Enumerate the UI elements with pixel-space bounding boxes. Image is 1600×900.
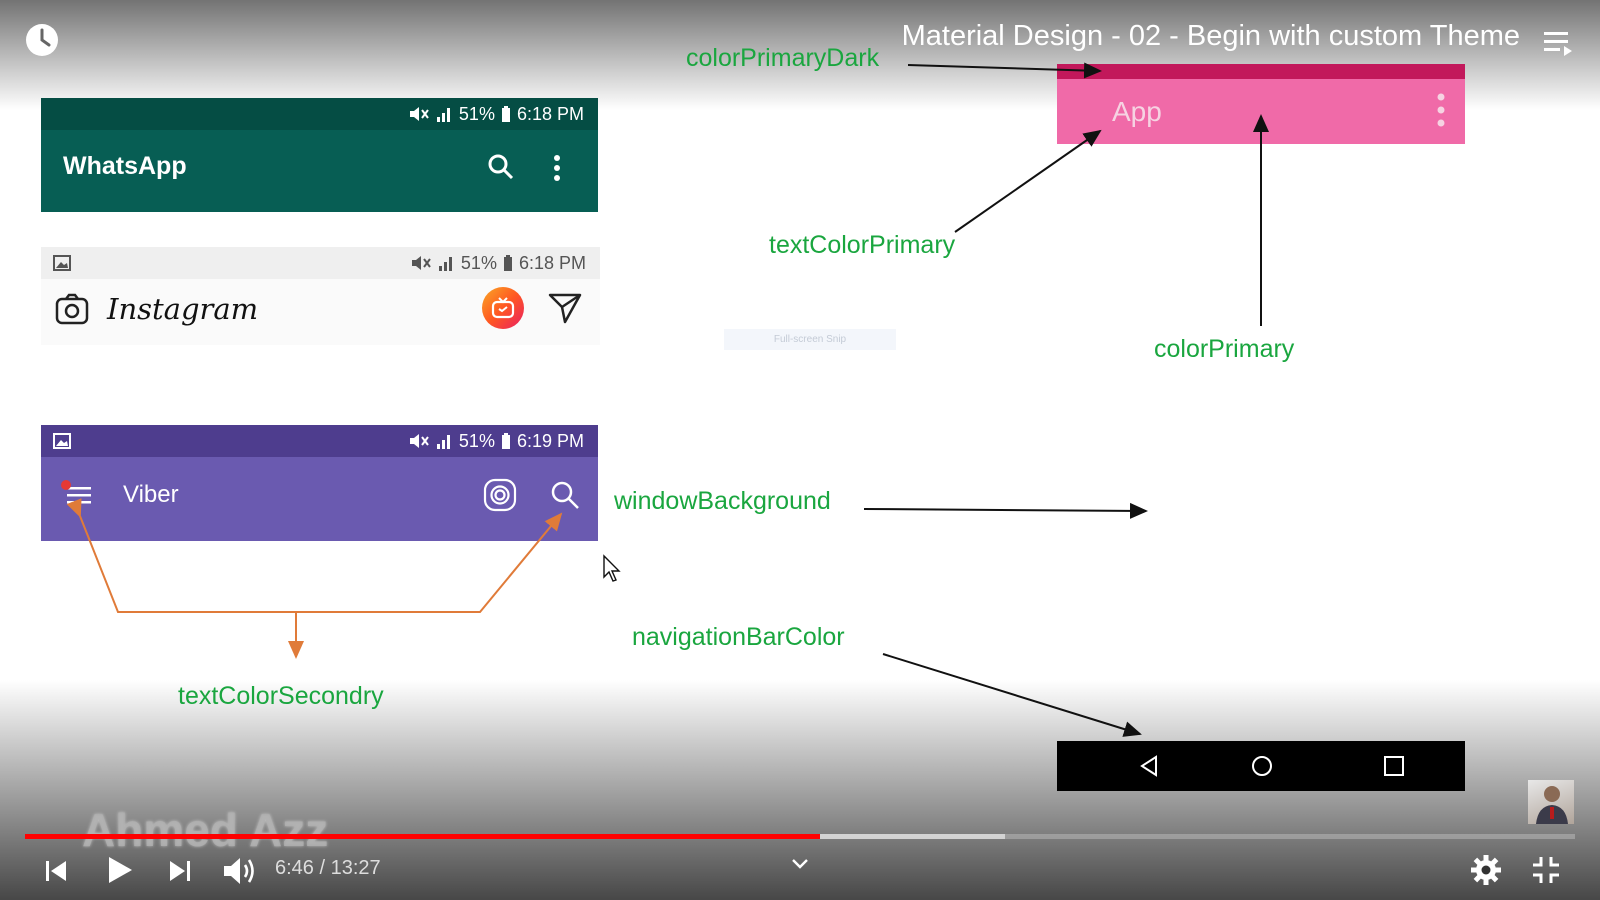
previous-button[interactable] [44,858,68,884]
more-vert-icon[interactable] [551,154,563,182]
time-display: 6:46 / 13:27 [275,857,381,880]
label-colorPrimaryDark: colorPrimaryDark [686,44,880,72]
recents-nav-icon[interactable] [1382,754,1406,778]
signal-icon [438,257,452,271]
next-button[interactable] [168,858,192,884]
label-colorPrimary: colorPrimary [1154,335,1295,363]
channel-avatar[interactable] [1528,780,1574,824]
mute-icon [409,107,429,121]
snip-hint: Full-screen Snip [724,329,896,350]
watch-later-icon[interactable] [24,22,60,58]
igtv-icon[interactable] [482,287,524,329]
bracket-textColorSecondry [66,498,563,613]
sample-statusbar [1057,64,1465,79]
volume-icon[interactable] [222,854,258,888]
duration: 13:27 [330,857,381,879]
whatsapp-appbar: 51% 6:18 PM WhatsApp [41,98,598,212]
signal-icon [436,435,450,449]
play-button[interactable] [105,854,135,886]
camera-icon[interactable] [55,292,89,326]
arrow-windowBackground [863,502,1148,519]
instagram-appbar: 51% 6:18 PM Instagram [41,247,600,345]
battery-percent: 51% [458,103,495,124]
battery-percent: 51% [460,252,497,273]
sample-app-title: App [1112,96,1162,127]
label-textColorSecondry: textColorSecondry [178,682,384,710]
status-time: 6:18 PM [518,252,586,273]
played-bar [25,834,821,839]
battery-icon [501,106,510,122]
viber-statusbar: 51% 6:19 PM [41,425,598,457]
navigation-bar-sample [1057,741,1465,791]
label-windowBackground: windowBackground [614,487,831,515]
instagram-statusbar: 51% 6:18 PM [41,247,600,279]
arrow-navigationBarColor [882,653,1142,737]
battery-icon [501,433,510,449]
time-separator: / [319,857,326,879]
status-time: 6:19 PM [516,430,584,451]
chevron-down-icon[interactable] [791,858,809,870]
signal-icon [436,108,450,122]
battery-icon [503,255,512,271]
back-nav-icon[interactable] [1137,754,1161,778]
mute-icon [409,434,429,448]
playlist-icon[interactable] [1542,28,1576,58]
direct-message-icon[interactable] [548,292,582,324]
instagram-logo: Instagram [107,292,259,326]
label-navigationBarColor: navigationBarColor [632,623,845,651]
battery-percent: 51% [458,430,495,451]
image-notification-icon [53,433,71,449]
search-icon[interactable] [486,152,516,182]
arrow-textColorPrimary [954,129,1102,233]
mouse-cursor [603,554,621,582]
label-textColorPrimary: textColorPrimary [769,231,956,259]
settings-icon[interactable] [1470,854,1502,886]
whatsapp-title: WhatsApp [63,152,187,180]
video-title[interactable]: Material Design - 02 - Begin with custom… [901,20,1520,52]
exit-fullscreen-icon[interactable] [1530,854,1562,886]
more-vert-icon[interactable] [1435,92,1447,128]
image-notification-icon [53,255,71,271]
home-nav-icon[interactable] [1250,754,1274,778]
progress-track[interactable] [25,834,1575,839]
channel-watermark: Ahmed Azz [82,804,329,856]
mute-icon [411,256,431,270]
arrow-colorPrimaryDark [907,62,1102,79]
whatsapp-statusbar: 51% 6:18 PM [41,98,598,130]
current-time: 6:46 [275,857,314,879]
status-time: 6:18 PM [516,103,584,124]
